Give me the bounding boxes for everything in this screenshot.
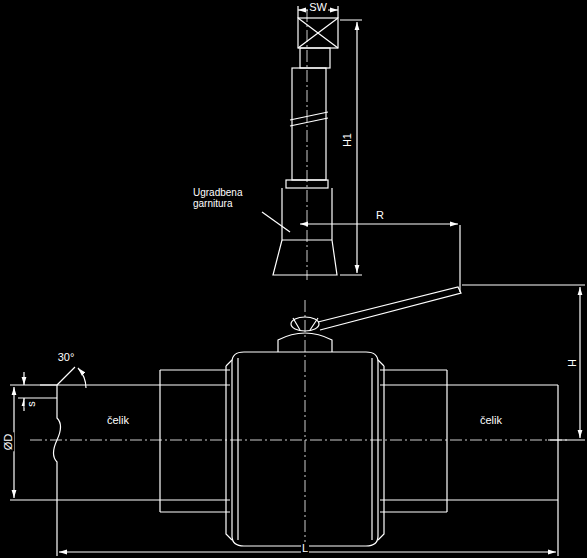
material-label: čelik [106, 414, 130, 426]
dimension-label: s [25, 400, 37, 408]
material-label: čelik [479, 414, 503, 426]
dimension-label: ØD [2, 433, 14, 452]
dimension-label: H1 [341, 132, 353, 148]
dimension-label: H [566, 358, 578, 368]
dimension-label: L [301, 542, 309, 554]
callout-label: Ugradbena garnitura [192, 187, 256, 209]
dimension-label: SW [308, 1, 328, 13]
lever-handle [291, 287, 461, 331]
steel-pipe [54, 370, 559, 512]
dimension-label: R [375, 209, 385, 221]
extension-set [273, 10, 338, 280]
angle-label: 30° [57, 351, 76, 363]
